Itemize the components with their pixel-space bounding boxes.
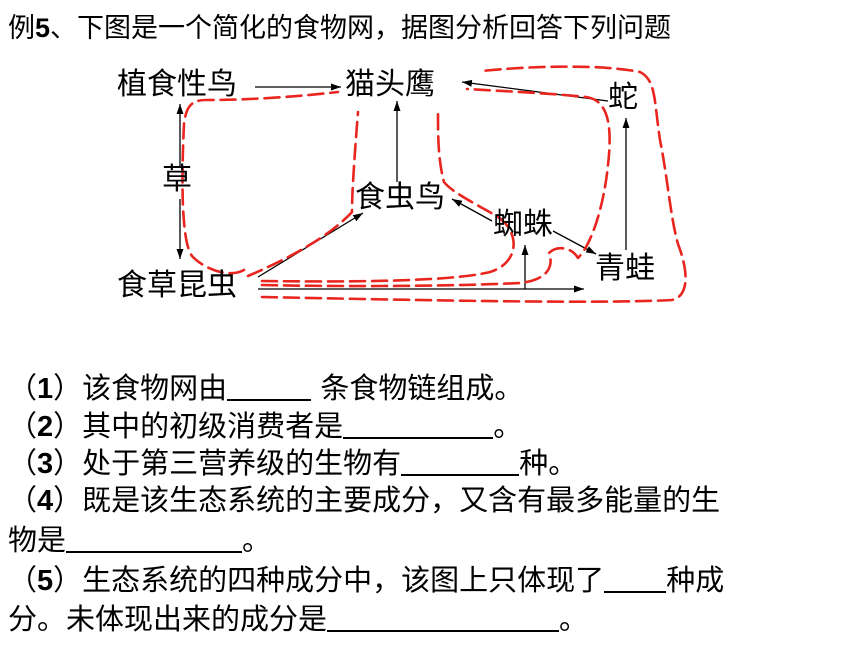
title-example-number: 5 <box>35 13 51 43</box>
question-2-text: 其中的初级消费者是 <box>82 409 344 443</box>
node-grass: 草 <box>162 162 192 197</box>
node-herbivorous-bird: 植食性鸟 <box>117 67 237 102</box>
question-3-text: 处于第三营养级的生物有 <box>82 446 402 480</box>
red-trace-frog-snake-chain <box>260 87 611 288</box>
question-5-second-blank[interactable] <box>327 603 560 632</box>
question-2-answer-blank[interactable] <box>343 410 494 439</box>
question-5-text-continued: 分。未体现出来的成分是 <box>8 602 328 636</box>
arrow-spider-frog <box>552 230 597 255</box>
question-1-number: 1 <box>37 373 54 405</box>
node-insectivorous-bird: 食虫鸟 <box>355 180 445 215</box>
question-1-paren-close: ） <box>53 371 83 405</box>
node-spider: 蜘蛛 <box>493 207 553 242</box>
question-5: （5）生态系统的四种成分中，该图上只体现了 种成 <box>8 564 724 596</box>
node-herbivorous-insect: 食草昆虫 <box>117 268 237 303</box>
question-3: （3）处于第三营养级的生物有 种。 <box>8 447 577 479</box>
question-2-number: 2 <box>37 411 54 443</box>
red-trace-spider-insectbird-chain <box>260 110 515 283</box>
question-2-paren-open: （ <box>8 409 38 443</box>
question-5-paren-open: （ <box>8 563 38 597</box>
title-text: 、下图是一个简化的食物网，据图分析回答下列问题 <box>50 13 672 44</box>
question-5-number: 5 <box>37 565 54 597</box>
question-5-continued-suffix: 。 <box>559 602 589 636</box>
question-2-suffix: 。 <box>493 409 523 443</box>
title-prefix: 例 <box>8 13 35 44</box>
question-1-paren-open: （ <box>8 371 38 405</box>
red-trace-plantbird-chain <box>181 90 340 275</box>
question-2-paren-close: ） <box>53 409 83 443</box>
question-4-suffix: 。 <box>242 523 272 557</box>
node-snake: 蛇 <box>608 80 638 115</box>
question-4-answer-blank[interactable] <box>66 524 243 553</box>
question-3-paren-close: ） <box>53 446 83 480</box>
question-1-suffix: 条食物链组成。 <box>311 371 524 405</box>
question-4-paren-close: ） <box>53 483 83 517</box>
red-trace-insectbird-chain <box>246 110 360 278</box>
question-5-answer-blank[interactable] <box>604 564 667 593</box>
question-4: （4）既是该生态系统的主要成分，又含有最多能量的生 <box>8 486 720 516</box>
node-frog: 青蛙 <box>595 251 655 286</box>
question-1-answer-blank[interactable] <box>227 372 312 401</box>
question-5-suffix: 种成 <box>666 563 725 597</box>
arrow-spider-insectbird <box>451 198 493 222</box>
question-4-continued: 物是 。 <box>8 524 271 555</box>
question-3-answer-blank[interactable] <box>401 447 520 476</box>
question-1-text: 该食物网由 <box>82 371 228 405</box>
slide-title: 例5、下图是一个简化的食物网，据图分析回答下列问题 <box>8 6 671 45</box>
question-1: （1）该食物网由 条食物链组成。 <box>8 372 523 404</box>
red-trace-spider-frog-snake-chain <box>260 65 687 303</box>
question-5-text: 生态系统的四种成分中，该图上只体现了 <box>82 563 605 597</box>
question-5-continued: 分。未体现出来的成分是 。 <box>8 603 588 634</box>
question-4-text-continued: 物是 <box>8 523 67 557</box>
question-5-paren-close: ） <box>53 563 83 597</box>
question-2: （2）其中的初级消费者是 。 <box>8 410 522 442</box>
node-owl: 猫头鹰 <box>345 67 435 102</box>
question-3-number: 3 <box>37 448 54 480</box>
question-4-paren-open: （ <box>8 483 38 517</box>
question-3-suffix: 种。 <box>519 446 578 480</box>
question-3-paren-open: （ <box>8 446 38 480</box>
question-4-text: 既是该生态系统的主要成分，又含有最多能量的生 <box>82 483 721 517</box>
question-4-number: 4 <box>37 485 54 517</box>
